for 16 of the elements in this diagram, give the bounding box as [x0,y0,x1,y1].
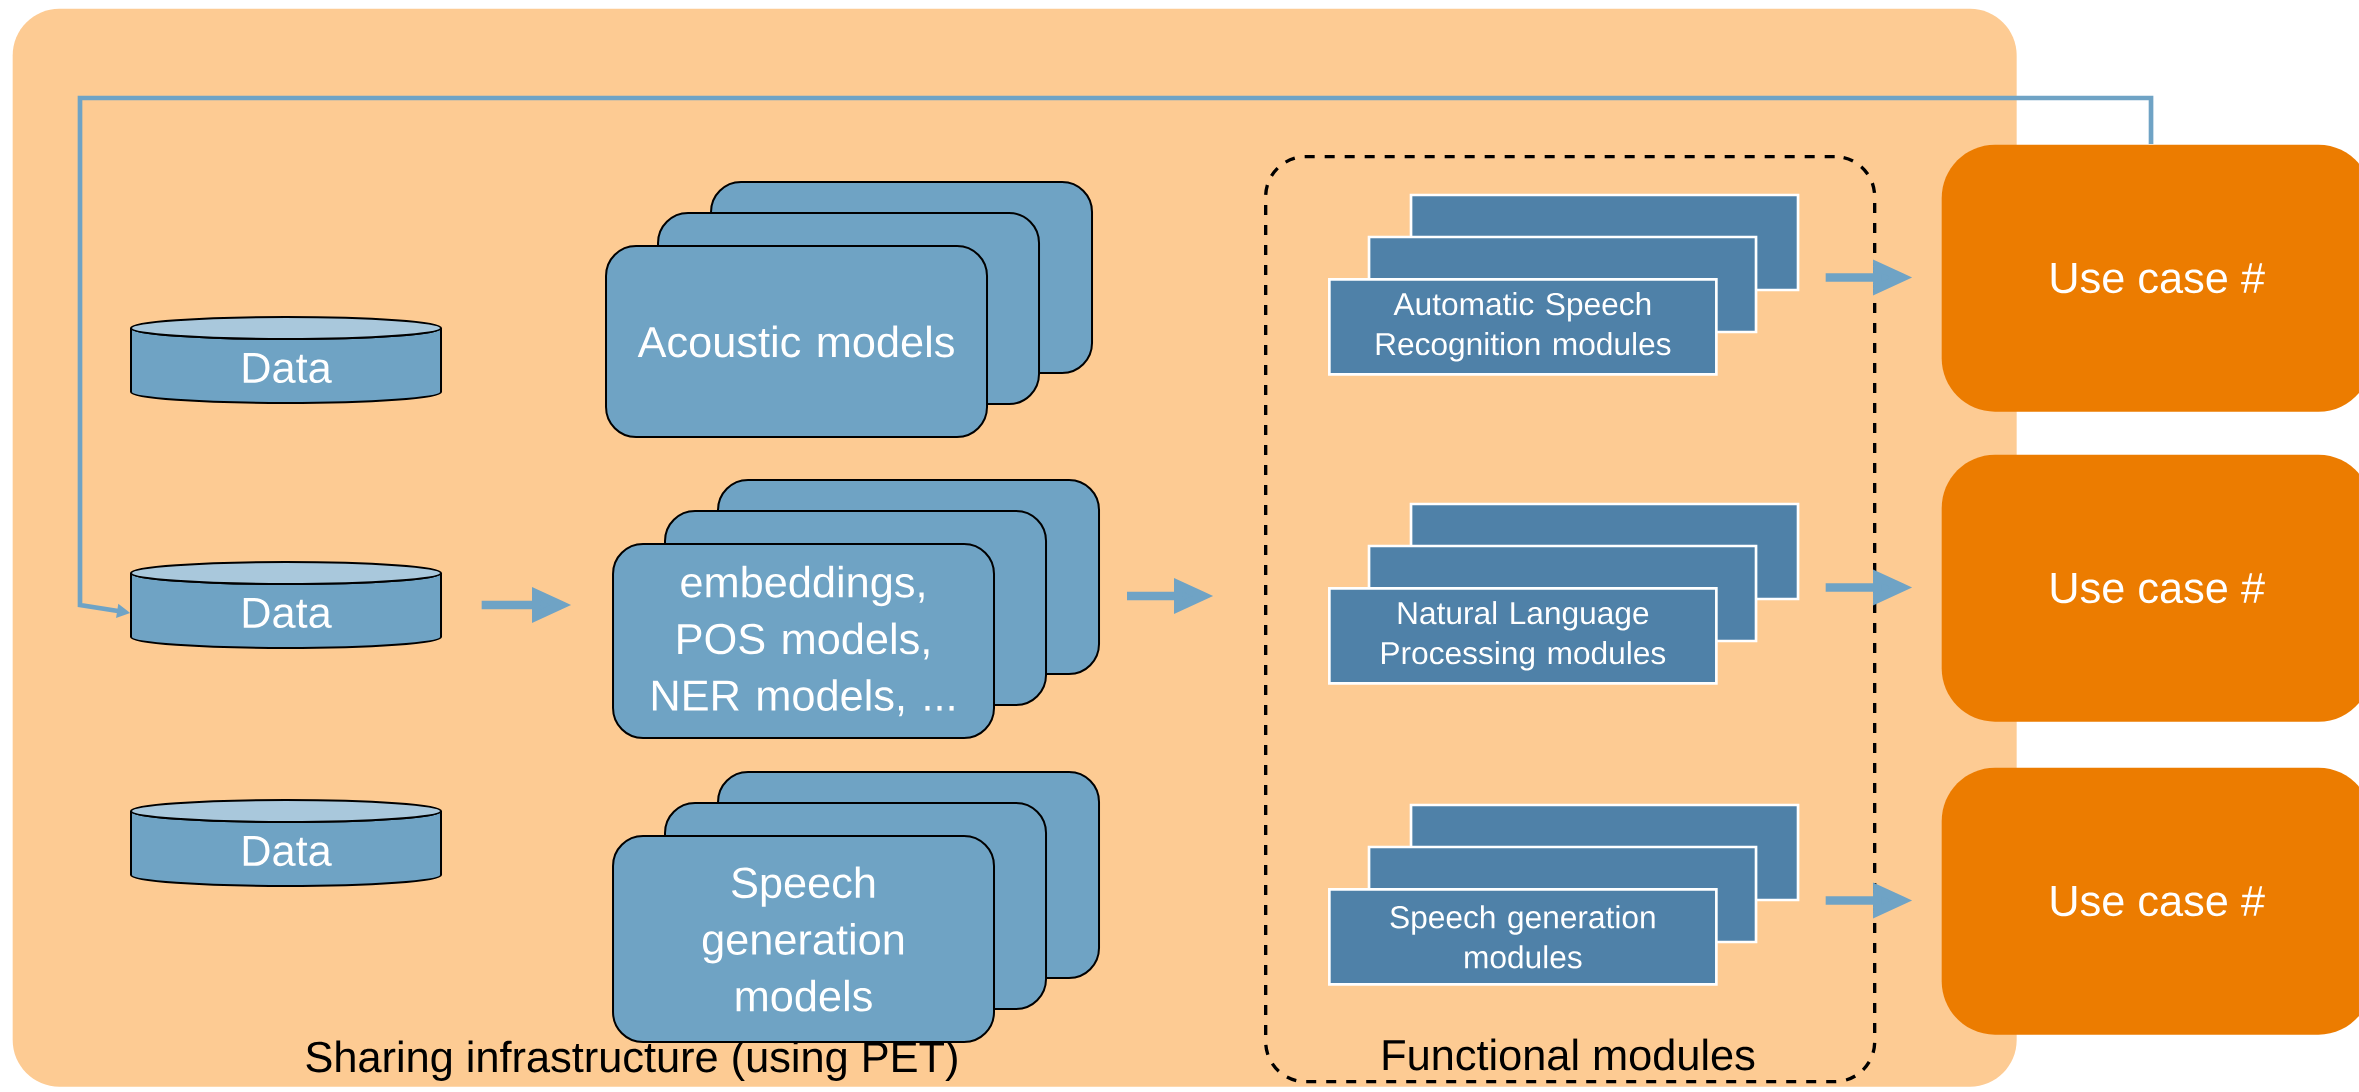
model-stack: Acoustic models [605,181,1093,438]
model-stack: Speech generation models [612,771,1100,1043]
use-case-box: Use case # [1941,454,2359,722]
use-case-box: Use case # [1941,767,2359,1035]
module-stack: Natural Language Processing modules [1328,502,1800,685]
node-label: Speech generation modules [1390,905,1655,969]
module-stack: Automatic Speech Recognition modules [1328,193,1800,376]
database-cylinder: Data [130,561,442,649]
module-stack: Speech generation modules [1328,803,1800,986]
dashed-group-box [1264,155,1877,1084]
node-label: Processing modules [1382,641,1666,671]
group-title: Functional modules [1383,1038,1755,1071]
model-stack: embeddings, POS models, NER models, ... [612,479,1100,739]
use-case-box: Use case # [1941,144,2359,412]
database-cylinder: Data [130,316,442,404]
database-cylinder: Data [130,799,442,887]
